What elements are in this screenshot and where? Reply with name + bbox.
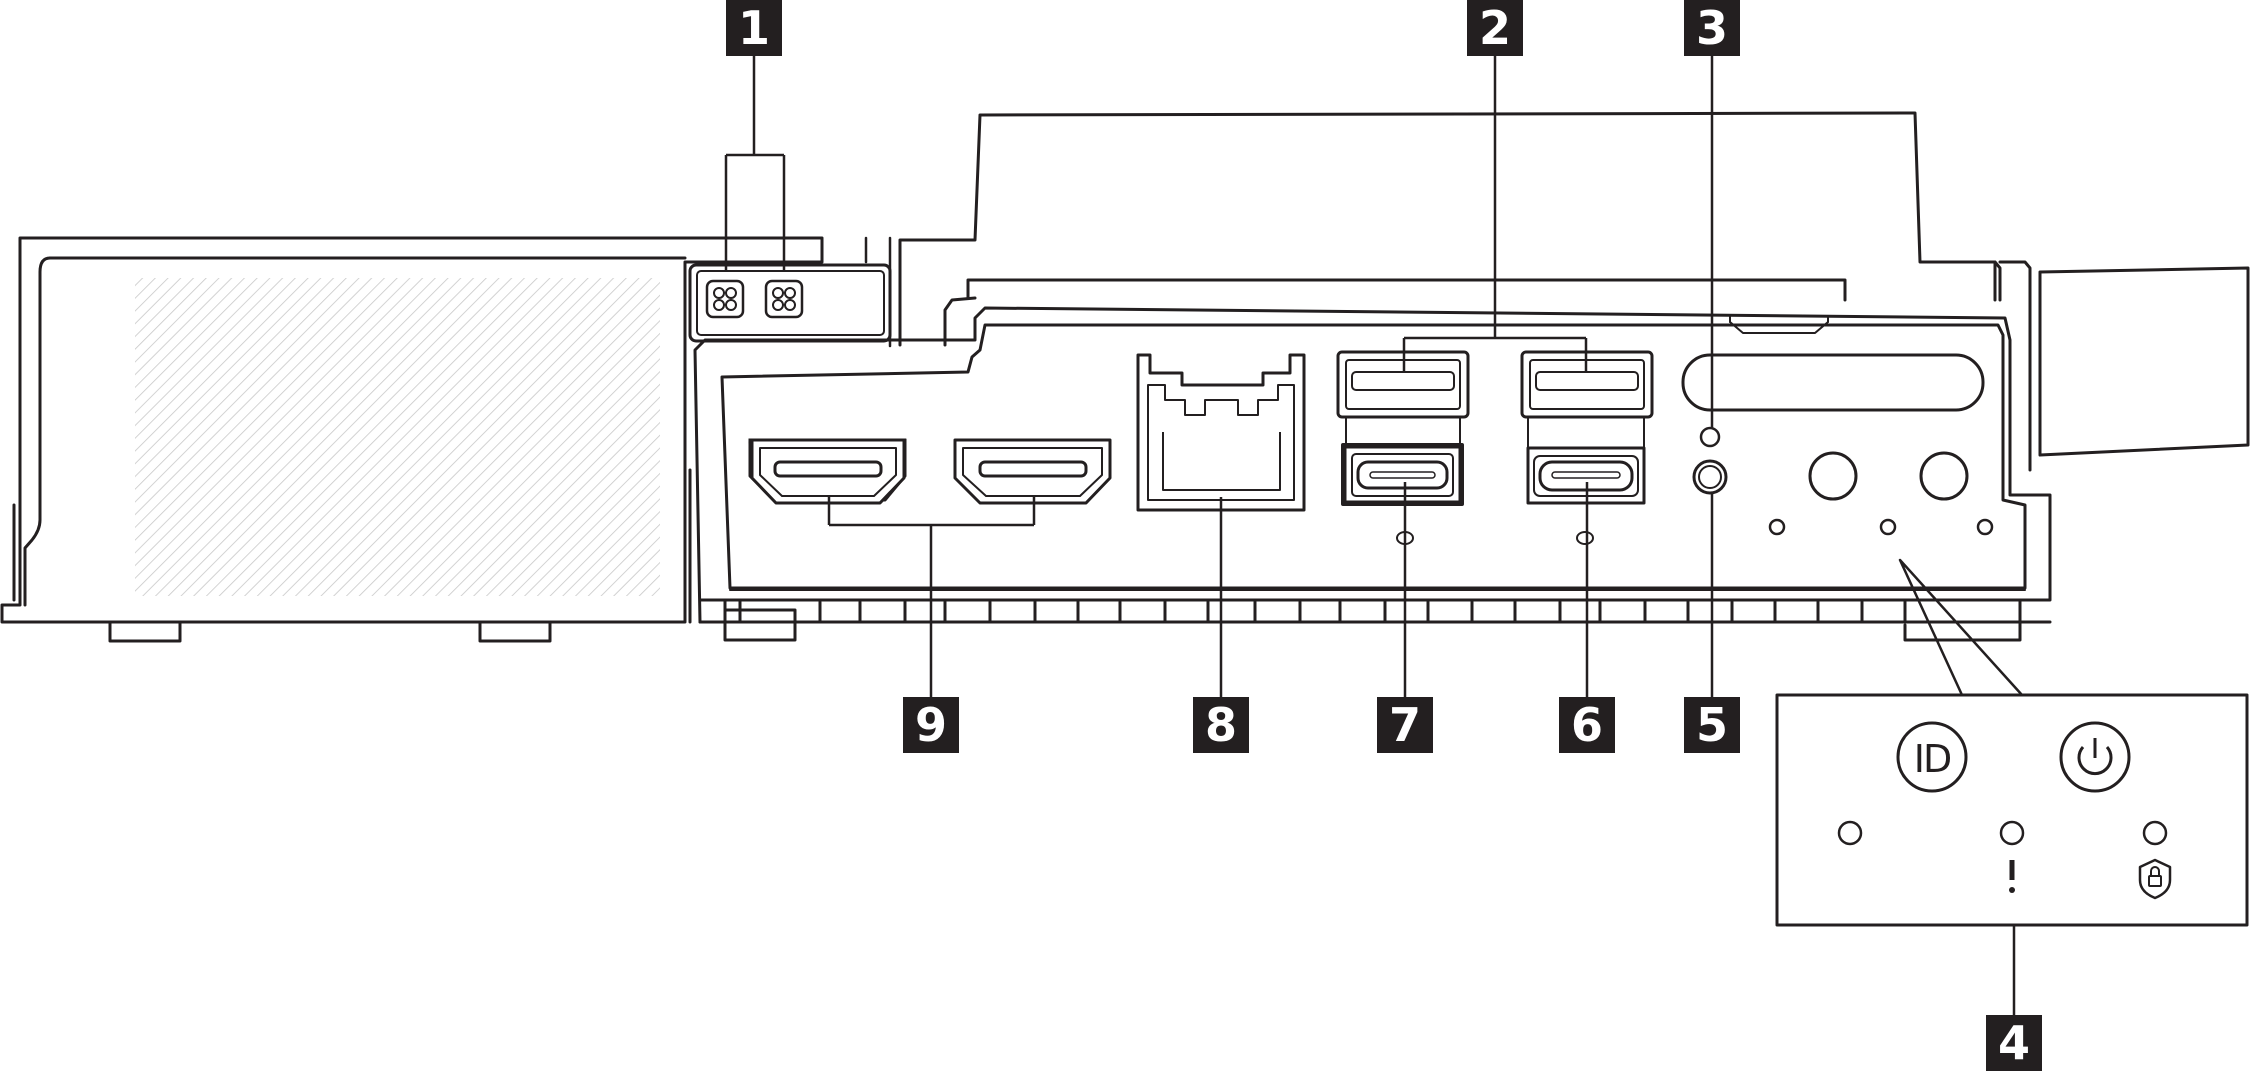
small-led — [1699, 426, 1721, 448]
callout-5-number: 5 — [1696, 698, 1728, 752]
power-button — [2059, 721, 2131, 793]
callouts: 1 2 3 9 8 7 6 5 — [726, 0, 2042, 1071]
callout-7: 7 — [1377, 697, 1433, 753]
callout-8: 8 — [1193, 697, 1249, 753]
callout-2: 2 — [1467, 0, 1523, 56]
shield-lock-icon — [2138, 858, 2172, 900]
vent-grille — [135, 278, 660, 596]
button-circle-right — [1919, 451, 1969, 501]
led-middle — [1879, 518, 1897, 536]
hdmi-port-1-real — [750, 438, 906, 505]
left-chassis — [0, 236, 824, 643]
usb-c-right-indicator — [1576, 531, 1594, 545]
fan-indicator-panel — [688, 236, 892, 348]
callout-6-number: 6 — [1571, 698, 1603, 752]
callout-9-number: 9 — [915, 698, 947, 752]
hdmi-port-2-real — [953, 438, 1112, 505]
reset-button — [1692, 459, 1728, 495]
power-icon — [2077, 738, 2113, 776]
callout-3: 3 — [1684, 0, 1740, 56]
callout-4: 4 — [1986, 1015, 2042, 1071]
fan-icon-2 — [764, 279, 804, 319]
front-panel-detail — [1775, 693, 2249, 927]
callout-7-number: 7 — [1389, 698, 1421, 752]
detail-led-left — [1837, 820, 1863, 846]
id-button — [1896, 721, 1968, 793]
callout-1: 1 — [726, 0, 782, 56]
slot-opening — [1681, 353, 1985, 412]
usb-c-port-left — [1341, 443, 1464, 506]
callout-2-number: 2 — [1479, 1, 1511, 55]
button-circle-left — [1808, 451, 1858, 501]
callout-9: 9 — [903, 697, 959, 753]
usb-a-port-right — [1520, 350, 1654, 448]
rj45-port — [1136, 353, 1306, 512]
led-right — [1976, 518, 1994, 536]
callout-5: 5 — [1684, 697, 1740, 753]
callout-1-number: 1 — [738, 1, 770, 55]
detail-led-right — [2142, 820, 2168, 846]
callout-3-number: 3 — [1696, 1, 1728, 55]
detail-led-middle — [1999, 820, 2025, 846]
callout-6: 6 — [1559, 697, 1615, 753]
exclamation-icon — [2009, 860, 2015, 893]
id-button-label: ID — [1914, 737, 1951, 781]
callout-4-number: 4 — [1998, 1016, 2030, 1070]
led-left — [1768, 518, 1786, 536]
fan-icon-1 — [705, 279, 745, 319]
callout-8-number: 8 — [1205, 698, 1237, 752]
leader-lines — [724, 55, 2023, 1032]
